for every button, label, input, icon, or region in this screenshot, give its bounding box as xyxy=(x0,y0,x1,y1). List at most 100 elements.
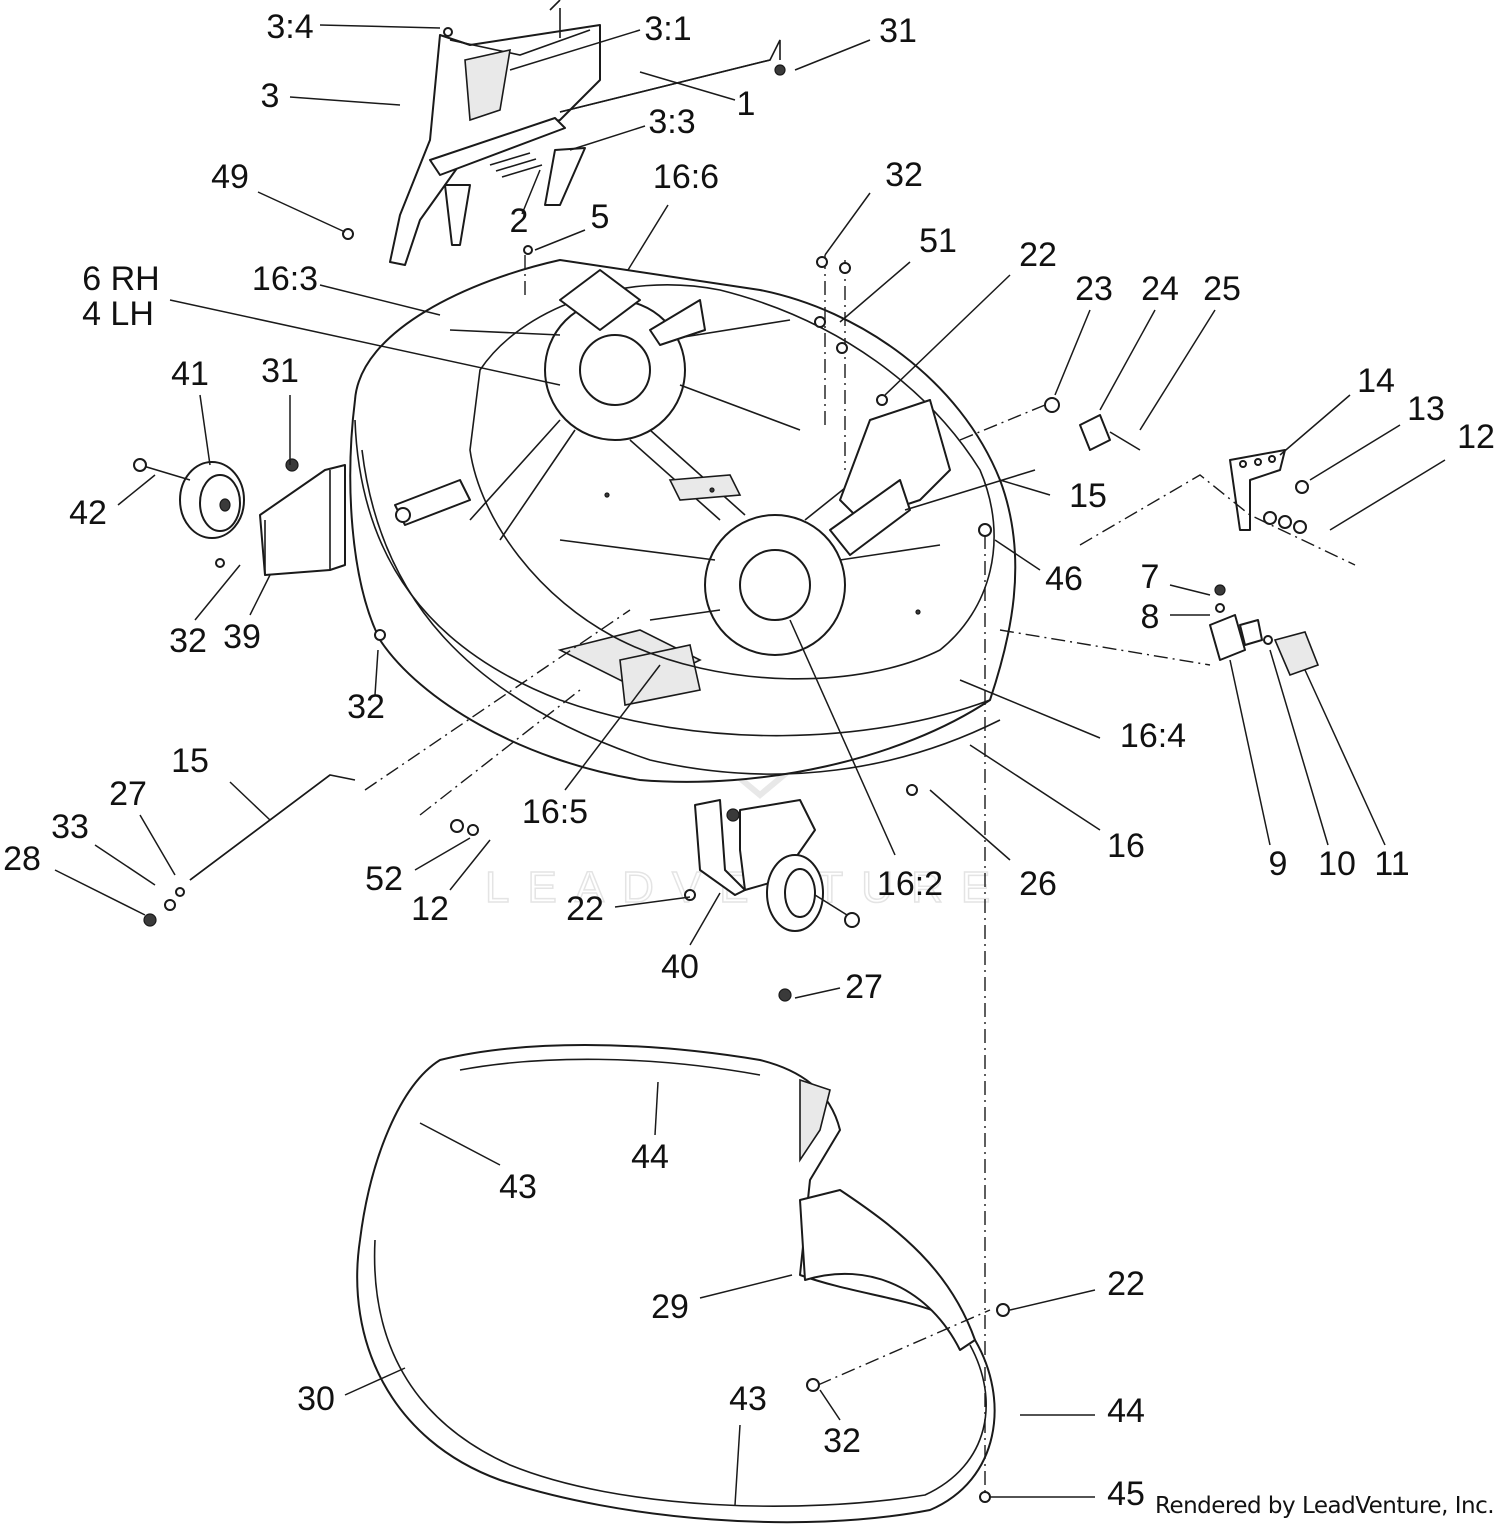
callout-leader xyxy=(169,299,561,386)
callout-label: 31 xyxy=(261,352,299,390)
callout-leader xyxy=(319,24,441,29)
callout-label: 4 LH xyxy=(82,295,154,333)
callout-label: 51 xyxy=(919,222,957,260)
callout-leader xyxy=(689,892,721,946)
callout-label: 45 xyxy=(1107,1475,1145,1513)
callout-label: 14 xyxy=(1357,362,1395,400)
callout-leader xyxy=(929,789,1011,861)
callout-leader xyxy=(819,1389,841,1421)
callout-leader xyxy=(699,1274,793,1299)
callout-leader xyxy=(534,229,586,251)
callout-label: 30 xyxy=(297,1380,335,1418)
callout-leader xyxy=(627,204,669,271)
callout-label: 16 xyxy=(1107,827,1145,865)
callout-label: 23 xyxy=(1075,270,1113,308)
callout-label: 32 xyxy=(885,156,923,194)
mower-deck xyxy=(349,259,1017,783)
callout-leader xyxy=(614,896,691,908)
callout-label: 16:2 xyxy=(877,865,943,903)
callout-label: 3:3 xyxy=(648,103,695,141)
callout-leader xyxy=(794,987,841,999)
left-gauge-wheel xyxy=(133,458,346,576)
callout-leader xyxy=(994,539,1041,571)
adjust-bracket xyxy=(1229,449,1309,534)
callout-leader xyxy=(884,274,1011,396)
callout-leader xyxy=(374,649,379,696)
bottom-skirt xyxy=(356,1044,996,1524)
callout-label: 3:1 xyxy=(644,10,691,48)
callout-leader xyxy=(839,261,911,323)
callout-label: 7 xyxy=(1141,558,1160,596)
callout-label: 3:4 xyxy=(266,8,313,46)
callout-label: 15 xyxy=(171,742,209,780)
callout-label: 12 xyxy=(1457,418,1495,456)
callout-label: 11 xyxy=(1374,845,1409,883)
callout-label: 32 xyxy=(169,622,207,660)
callout-label: 9 xyxy=(1269,845,1288,883)
callout-leader xyxy=(229,781,271,821)
callout-leader xyxy=(1139,309,1216,431)
callout-leader xyxy=(1309,424,1401,481)
callout-label: 43 xyxy=(499,1168,537,1206)
callout-leader xyxy=(824,192,871,256)
credit-text: Rendered by LeadVenture, Inc. xyxy=(1155,1493,1495,1519)
callout-leader xyxy=(564,664,661,791)
callout-label: 26 xyxy=(1019,865,1057,903)
callout-leader xyxy=(654,1081,659,1136)
callout-label: 16:6 xyxy=(653,158,719,196)
callout-label: 16:5 xyxy=(522,793,588,831)
callout-leader xyxy=(509,29,641,71)
callout-label: 25 xyxy=(1203,270,1241,308)
callout-label: 42 xyxy=(69,494,107,532)
callout-label: 46 xyxy=(1045,560,1083,598)
callout-label: 32 xyxy=(347,688,385,726)
callout-label: 41 xyxy=(171,355,209,393)
lift-rod-left xyxy=(143,774,356,927)
callout-leader xyxy=(449,839,491,891)
rear-gauge-wheel xyxy=(694,799,860,1002)
callout-label: 6 RH xyxy=(82,260,159,298)
callout-leader xyxy=(199,394,211,466)
callout-label: 39 xyxy=(223,618,261,656)
callout-label: 27 xyxy=(845,968,883,1006)
callout-label: 22 xyxy=(566,890,604,928)
callout-leader xyxy=(344,1367,406,1396)
callout-label: 8 xyxy=(1141,598,1160,636)
callout-label: 2 xyxy=(510,202,529,240)
callout-label: 15 xyxy=(1069,477,1107,515)
callout-label: 29 xyxy=(651,1288,689,1326)
callout-leader xyxy=(1304,669,1386,846)
callout-leader xyxy=(521,169,541,215)
callout-leader xyxy=(249,574,271,616)
callout-leader xyxy=(1099,309,1156,411)
hardware xyxy=(342,228,1010,1503)
height-lever-assembly xyxy=(389,0,601,266)
lift-rod-right xyxy=(904,397,1141,511)
callout-label: 33 xyxy=(51,808,89,846)
callout-label: 49 xyxy=(211,158,249,196)
anti-scalp-knob-assembly xyxy=(1209,584,1320,677)
callout-leader xyxy=(319,284,441,316)
callout-leader xyxy=(194,564,241,621)
callout-leader xyxy=(569,125,646,151)
callout-leader xyxy=(257,191,346,233)
callout-label: 12 xyxy=(411,890,449,928)
callout-label: 5 xyxy=(591,198,610,236)
callout-leader xyxy=(139,814,176,876)
callout-label: 52 xyxy=(365,860,403,898)
callout-leader xyxy=(1169,584,1211,596)
callout-label: 31 xyxy=(879,12,917,50)
callout-leader xyxy=(54,869,146,916)
assembly-lines xyxy=(364,255,1356,1495)
callout-label: 3 xyxy=(261,77,280,115)
callout-leader xyxy=(1279,394,1351,456)
callout-leader xyxy=(1329,459,1446,531)
callout-label: 16:4 xyxy=(1120,717,1186,755)
callout-leader xyxy=(414,837,471,871)
callout-leader xyxy=(419,1122,501,1166)
callout-label: 44 xyxy=(1107,1392,1145,1430)
callout-label: 10 xyxy=(1318,845,1356,883)
